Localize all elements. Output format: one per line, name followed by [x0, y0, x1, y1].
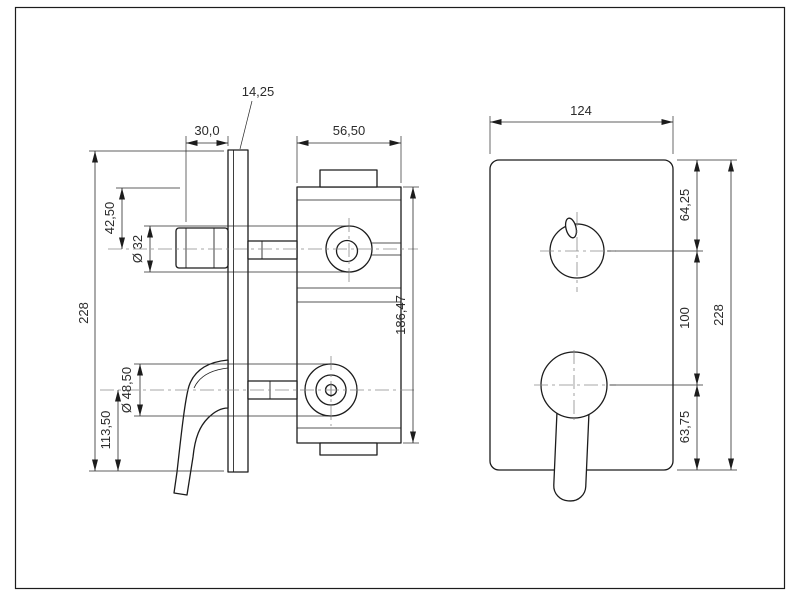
dim-diverter-diameter: Ø 32	[130, 235, 145, 263]
dim-handle-to-bottom-front: 63,75	[677, 411, 692, 444]
handle-spindle	[247, 380, 298, 400]
dimension-labels: 14,25 30,0 56,50 228 42,50 Ø 32 Ø 48,50 …	[76, 84, 726, 449]
dim-handle-port-diameter: Ø 48,50	[119, 367, 134, 413]
plate-thickness-leader	[239, 100, 253, 150]
dim-knob-projection: 30,0	[194, 123, 219, 138]
side-view	[100, 149, 418, 496]
dimensions-side-view	[89, 100, 419, 472]
diverter-knob-side	[175, 227, 229, 269]
dim-top-to-diverter-front: 64,25	[677, 189, 692, 222]
dim-body-depth: 56,50	[333, 123, 366, 138]
dim-diverter-to-handle: 100	[677, 307, 692, 329]
diverter-port-inner-circle	[335, 239, 359, 263]
front-view	[489, 159, 674, 502]
dim-top-to-diverter-side: 42,50	[102, 202, 117, 235]
dim-plate-height-side: 228	[76, 302, 91, 324]
dim-plate-thickness: 14,25	[242, 84, 275, 99]
dim-handle-to-bottom-side: 113,50	[98, 411, 113, 450]
lever-handle-side	[173, 359, 229, 496]
diverter-spindle	[247, 240, 298, 260]
valve-body-bottom-tab	[319, 442, 378, 456]
dim-body-height: 186,47	[393, 295, 408, 335]
dim-plate-height-front: 228	[711, 304, 726, 326]
wall-plate-side	[227, 149, 249, 473]
valve-body-top-tab	[319, 169, 378, 188]
dimensions-front-view	[489, 116, 737, 471]
dim-plate-width: 124	[570, 103, 592, 118]
diverter-knob-front	[564, 217, 578, 239]
